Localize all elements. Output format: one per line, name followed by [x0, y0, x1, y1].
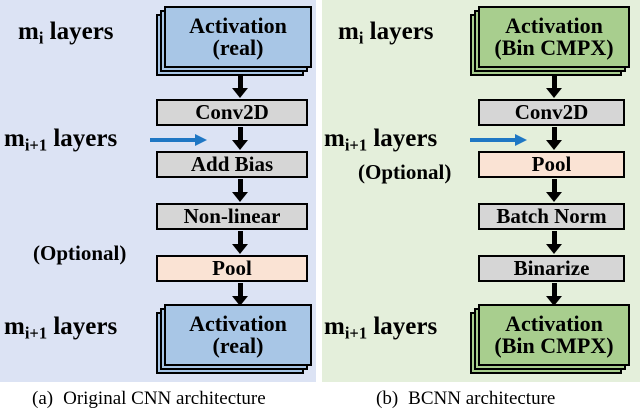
block-label: Add Bias: [190, 151, 274, 176]
block-label-line1: Activation: [189, 12, 287, 38]
caption-text: BCNN architecture: [408, 388, 556, 409]
flow-arrow-5-a: [230, 283, 250, 306]
flow-arrow-3-a: [230, 179, 250, 202]
flow-arrow-2-a: [230, 127, 250, 150]
flow-arrow-4-a: [230, 231, 250, 254]
block-label-line2: (real): [212, 35, 264, 60]
label-optional-b: (Optional): [358, 160, 452, 184]
label-mi1-layers-bottom-a: mi+1 layers: [4, 313, 118, 343]
block-activation-bottom-a[interactable]: Activation (real): [164, 304, 312, 366]
caption-tag: (a): [32, 388, 54, 409]
block-activation-top-a[interactable]: Activation (real): [164, 6, 312, 68]
flow-arrow-2-b: [544, 127, 564, 150]
block-label-line1: Activation: [505, 310, 603, 336]
block-label: Batch Norm: [496, 203, 607, 228]
flow-arrow-1-a: [230, 74, 250, 98]
block-label: Binarize: [513, 255, 590, 280]
caption-tag: (b): [376, 388, 399, 409]
flow-arrow-1-b: [544, 74, 564, 98]
caption-panel-a: (a) Original CNN architecture: [32, 388, 266, 410]
label-mi-layers-b: mi layers: [338, 18, 434, 48]
block-label: Pool: [531, 151, 572, 176]
caption-panel-b: (b) BCNN architecture: [376, 388, 555, 410]
block-label: Non-linear: [183, 203, 281, 228]
caption-text: Original CNN architecture: [63, 388, 266, 409]
block-label: Conv2D: [195, 99, 269, 124]
block-activation-bottom-b[interactable]: Activation (Bin CMPX): [478, 304, 630, 366]
block-non-linear-a[interactable]: Non-linear: [156, 203, 308, 230]
block-label-line2: (Bin CMPX): [494, 35, 614, 60]
label-mi1-layers-a: mi+1 layers: [4, 125, 118, 155]
block-activation-top-b[interactable]: Activation (Bin CMPX): [478, 6, 630, 68]
block-batch-norm-b[interactable]: Batch Norm: [478, 203, 625, 230]
block-label-line2: (real): [212, 333, 264, 358]
label-mi1-layers-bottom-b: mi+1 layers: [324, 313, 438, 343]
block-label-line1: Activation: [505, 12, 603, 38]
pointer-arrow-a: [150, 134, 207, 146]
block-label: Conv2D: [514, 99, 589, 124]
block-label: Pool: [212, 255, 252, 280]
flow-arrow-4-b: [544, 231, 564, 254]
block-conv2d-b[interactable]: Conv2D: [478, 99, 625, 126]
flow-arrow-5-b: [544, 283, 564, 306]
label-mi-layers-a: mi layers: [18, 18, 114, 48]
block-label-line2: (Bin CMPX): [494, 333, 614, 358]
pointer-arrow-b: [470, 134, 527, 146]
flow-arrow-3-b: [544, 179, 564, 202]
panel-original-cnn: mi layers mi+1 layers (Optional) mi+1 la…: [0, 0, 316, 382]
panel-bcnn: mi layers mi+1 layers (Optional) mi+1 la…: [322, 0, 640, 382]
block-binarize-b[interactable]: Binarize: [478, 255, 625, 282]
block-pool-a[interactable]: Pool: [156, 255, 308, 282]
label-mi1-layers-b: mi+1 layers: [324, 125, 438, 155]
block-add-bias-a[interactable]: Add Bias: [156, 151, 308, 178]
block-label-line1: Activation: [189, 310, 287, 336]
label-optional-a: (Optional): [33, 241, 127, 265]
block-pool-b[interactable]: Pool: [478, 151, 625, 178]
block-conv2d-a[interactable]: Conv2D: [156, 99, 308, 126]
